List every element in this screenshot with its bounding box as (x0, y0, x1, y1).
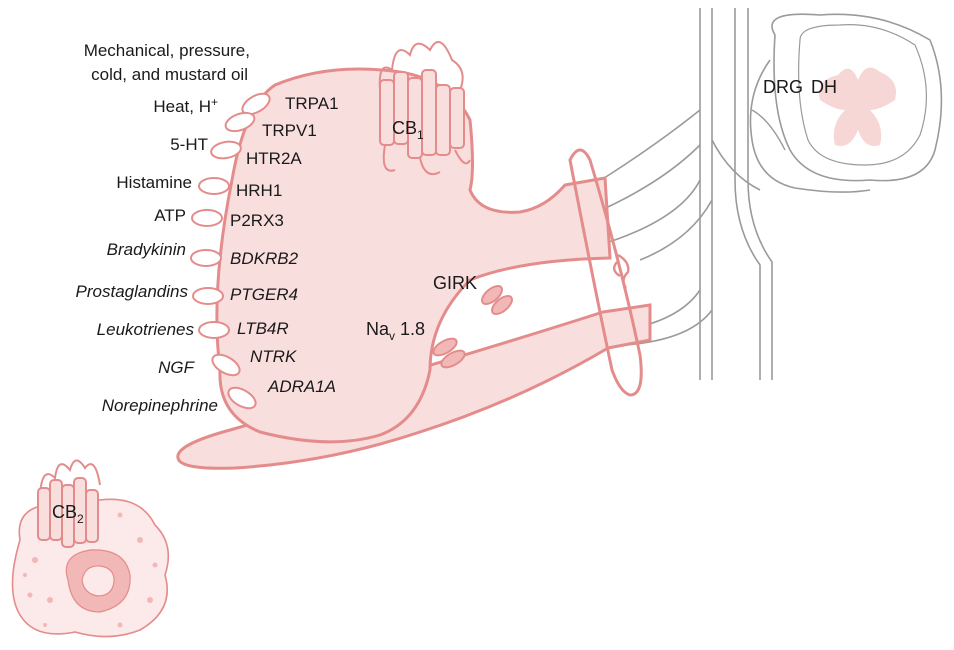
immune-cell (13, 460, 169, 636)
receptor-label: ADRA1A (267, 377, 336, 396)
stimulus-label: Prostaglandins (76, 282, 189, 301)
stimulus-label: 5-HT (170, 135, 208, 154)
receptor-label: P2RX3 (230, 211, 284, 230)
dh-label: DH (811, 77, 837, 97)
stimulus-label: NGF (158, 358, 196, 377)
stimulus-label: Leukotrienes (97, 320, 195, 339)
receptor-ltb4r (199, 322, 229, 338)
girk-channel (479, 283, 515, 318)
receptor-label: HRH1 (236, 181, 282, 200)
receptor-label: TRPV1 (262, 121, 317, 140)
receptor-label: PTGER4 (230, 285, 298, 304)
stimulus-line-1: Mechanical, pressure, (84, 41, 250, 60)
receptor-bdkrb2 (191, 250, 221, 266)
receptor-label: BDKRB2 (230, 249, 299, 268)
receptor-hrh1 (199, 178, 229, 194)
girk-label: GIRK (433, 273, 477, 293)
receptor-label: NTRK (250, 347, 297, 366)
spinal-cord (750, 14, 941, 192)
stimulus-label: Heat, H+ (153, 95, 218, 116)
receptor-label: TRPA1 (285, 94, 339, 113)
stimulus-label: Histamine (116, 173, 192, 192)
stimulus-label: Norepinephrine (102, 396, 218, 415)
receptor-label: LTB4R (237, 319, 289, 338)
receptor-label: HTR2A (246, 149, 302, 168)
receptor-ptger4 (193, 288, 223, 304)
drg-label: DRG (763, 77, 803, 97)
stimulus-label: Bradykinin (107, 240, 186, 259)
receptor-p2rx3 (192, 210, 222, 226)
stimulus-label: ATP (154, 206, 186, 225)
stimulus-line-2: cold, and mustard oil (91, 65, 248, 84)
